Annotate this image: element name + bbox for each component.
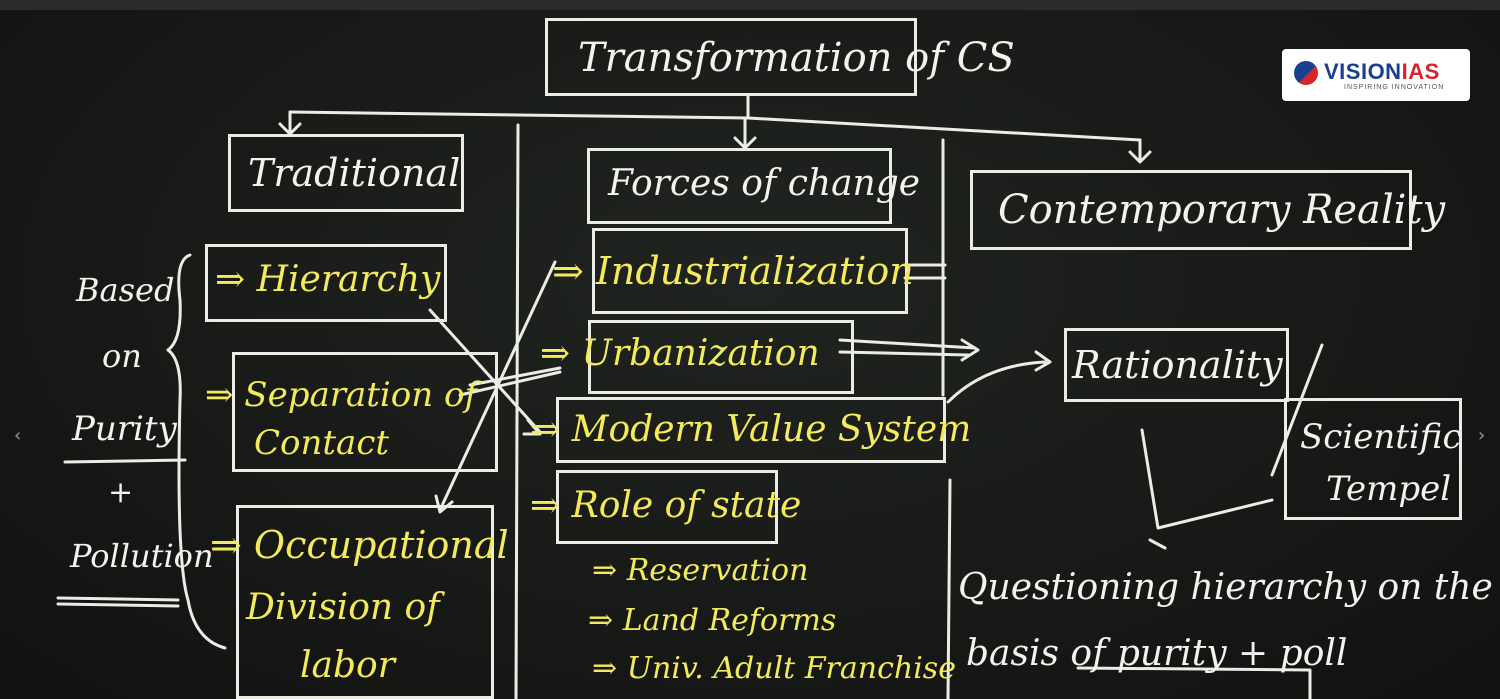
plus-label: + — [108, 475, 134, 510]
brand-part-b: IAS — [1401, 59, 1440, 84]
item-modern-value: ⇒ Modern Value System — [530, 409, 972, 450]
visionias-tagline: INSPIRING INNOVATION — [1344, 84, 1445, 91]
item-urbanization: ⇒ Urbanization — [540, 333, 820, 374]
title-box — [545, 18, 917, 96]
item-land-reforms: ⇒ Land Reforms — [588, 603, 837, 638]
item-occupational-line2: Division of — [246, 587, 440, 628]
forces-box — [587, 148, 892, 224]
arrow-traditional — [278, 110, 302, 136]
arrow-contemporary — [1128, 138, 1152, 164]
underline-pollution — [56, 596, 180, 608]
diagram-title: Transformation of CS — [578, 35, 1015, 81]
modern-value-box — [556, 397, 946, 463]
industrialization-box — [592, 228, 908, 314]
questioning-line1: Questioning hierarchy on the — [958, 567, 1493, 608]
item-occupational-text: Occupational — [253, 523, 509, 567]
item-urbanization-text: Urbanization — [581, 333, 820, 374]
item-role-of-state-text: Role of state — [571, 485, 802, 526]
occupational-box — [236, 505, 494, 699]
underline-questioning — [1076, 666, 1312, 699]
scientific-temper-box — [1284, 398, 1462, 520]
visionias-logo-icon — [1294, 61, 1318, 85]
item-separation-text: Separation of — [244, 375, 478, 415]
link-industrial — [903, 263, 947, 280]
based-label: Based — [76, 271, 175, 309]
link-modern — [946, 350, 1052, 404]
underline-purity — [63, 458, 187, 464]
column-header-traditional: Traditional — [248, 151, 461, 195]
brace — [166, 253, 227, 650]
purity-label: Purity — [72, 409, 177, 449]
rationality-box — [1064, 328, 1289, 402]
item-role-of-state: ⇒ Role of state — [530, 485, 802, 526]
visionias-logo: VISIONIAS INSPIRING INNOVATION — [1282, 49, 1470, 101]
item-reservation: ⇒ Reservation — [592, 553, 809, 588]
item-occupational-line3: labor — [300, 645, 395, 686]
traditional-box — [228, 134, 464, 212]
item-scientific-line2: Tempel — [1326, 469, 1452, 509]
divider-lower-right — [946, 478, 952, 699]
chevron-right-icon[interactable]: › — [1478, 425, 1486, 446]
item-hierarchy: ⇒ Hierarchy — [215, 259, 441, 300]
column-header-contemporary: Contemporary Reality — [998, 187, 1446, 233]
urbanization-box — [588, 320, 854, 394]
item-land-reforms-text: Land Reforms — [622, 603, 837, 638]
item-franchise-text: Univ. Adult Franchise — [626, 651, 956, 686]
questioning-line2: basis of purity + poll — [966, 633, 1348, 674]
item-rationality: Rationality — [1072, 343, 1283, 387]
on-label: on — [102, 337, 142, 375]
pollution-label: Pollution — [70, 537, 214, 575]
brand-part-a: VISION — [1324, 59, 1402, 84]
check-mark — [1140, 428, 1274, 530]
item-scientific-line1: Scientific — [1300, 417, 1462, 457]
branch-bar — [288, 110, 1142, 142]
item-reservation-text: Reservation — [626, 553, 809, 588]
contemporary-box — [970, 170, 1412, 250]
check-tail — [1148, 538, 1167, 550]
item-industrialization-text: Industrialization — [595, 249, 914, 293]
item-hierarchy-text: Hierarchy — [256, 259, 441, 300]
role-of-state-box — [556, 470, 778, 544]
divider-left — [514, 123, 520, 699]
top-edge — [0, 0, 1500, 10]
separation-box — [232, 352, 498, 472]
hierarchy-box — [205, 244, 447, 322]
column-header-forces: Forces of change — [608, 163, 921, 204]
visionias-brand: VISIONIAS — [1324, 59, 1440, 85]
slash — [1270, 343, 1324, 477]
chevron-left-icon[interactable]: ‹ — [14, 425, 22, 446]
item-franchise: ⇒ Univ. Adult Franchise — [592, 651, 956, 686]
cross-arrow-1 — [428, 308, 542, 436]
item-separation-line2: Contact — [254, 423, 390, 463]
item-industrialization: ⇒ Industrialization — [552, 249, 914, 293]
cross-arrow-3 — [458, 366, 562, 397]
arrow-forces — [733, 116, 757, 150]
item-occupational-line1: ⇒ Occupational — [210, 523, 509, 567]
item-separation-line1: ⇒ Separation of — [205, 375, 478, 415]
item-modern-value-text: Modern Value System — [571, 409, 972, 450]
link-urban — [838, 338, 980, 362]
